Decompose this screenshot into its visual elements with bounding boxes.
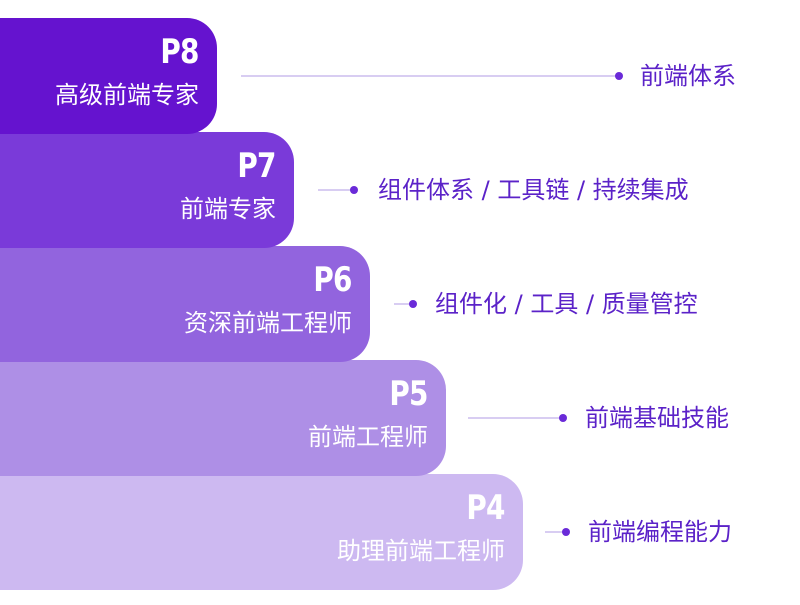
level-title: 高级前端专家: [55, 81, 199, 109]
level-title: 前端工程师: [308, 423, 428, 451]
level-title: 前端专家: [180, 195, 276, 223]
connector-line-p5: [468, 417, 560, 419]
bullet-dot-icon: [409, 300, 417, 308]
level-block-p8: P8 高级前端专家: [0, 18, 217, 134]
connector-line-p6: [394, 303, 410, 305]
level-block-p5: P5 前端工程师: [0, 360, 446, 476]
level-code: P6: [313, 260, 353, 300]
bullet-dot-icon: [350, 186, 358, 194]
level-code: P5: [389, 374, 429, 414]
level-code: P4: [466, 488, 506, 528]
connector-line-p7: [318, 189, 351, 191]
level-description-p4: 前端编程能力: [588, 518, 732, 546]
connector-line-p8: [241, 75, 616, 77]
level-code: P8: [160, 32, 200, 72]
bullet-dot-icon: [559, 414, 567, 422]
connector-line-p4: [545, 531, 563, 533]
level-block-p6: P6 资深前端工程师: [0, 246, 370, 362]
level-block-p4: P4 助理前端工程师: [0, 474, 523, 590]
bullet-dot-icon: [562, 528, 570, 536]
level-description-p5: 前端基础技能: [585, 404, 729, 432]
level-description-p7: 组件体系 / 工具链 / 持续集成: [378, 176, 689, 204]
level-code: P7: [237, 146, 277, 186]
level-block-p7: P7 前端专家: [0, 132, 294, 248]
level-description-p6: 组件化 / 工具 / 质量管控: [435, 290, 698, 318]
level-title: 助理前端工程师: [337, 537, 505, 565]
level-description-p8: 前端体系: [640, 62, 736, 90]
bullet-dot-icon: [615, 72, 623, 80]
level-title: 资深前端工程师: [184, 309, 352, 337]
